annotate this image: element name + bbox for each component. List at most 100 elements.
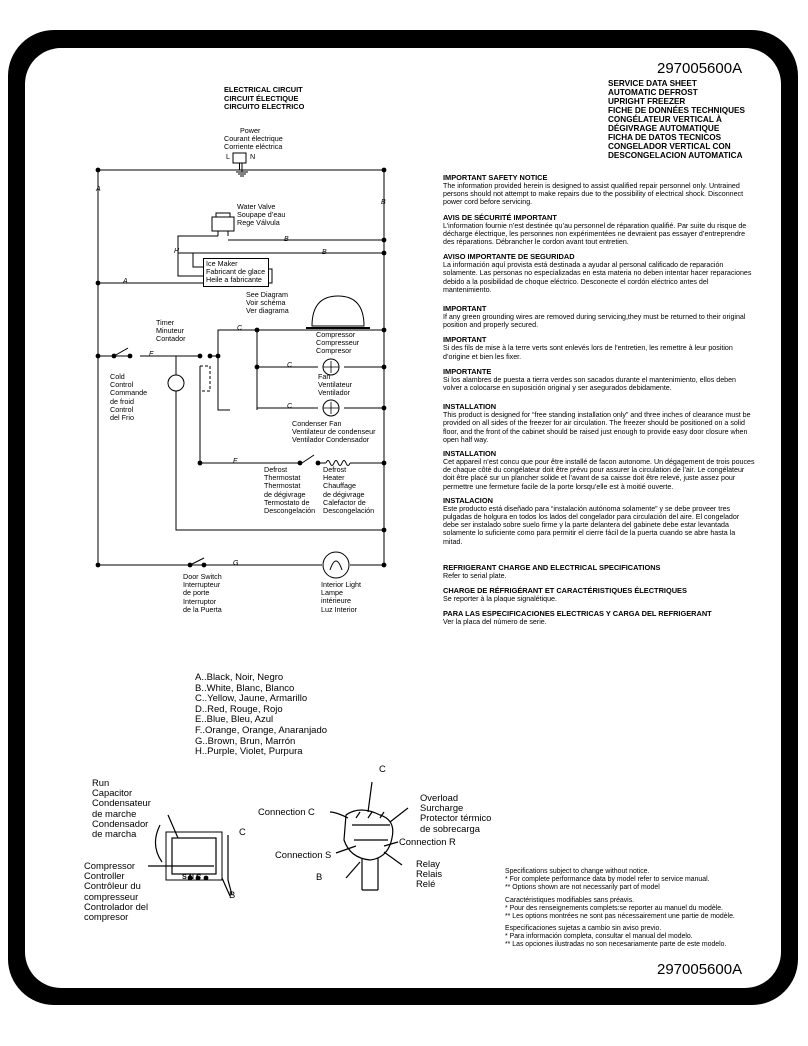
door-switch-label-line: Door Switch: [183, 572, 222, 581]
notice-body: L’information fournie n’est destinée qu’…: [443, 221, 747, 247]
notice: CHARGE DE RÉFRIGÉRANT ET CARACTÉRISTIQUE…: [443, 586, 755, 603]
run-capacitor-label-line: Condensador: [92, 817, 149, 829]
overload-label-line: Overload: [420, 792, 459, 803]
door-switch-label-line: de la Puerta: [183, 604, 222, 614]
defrost-thermostat-label-line: Termostato de: [264, 497, 310, 507]
timer-label-line: Minuteur: [156, 326, 184, 336]
defrost-thermostat-label: Defrost Thermostat Thermostat de dégivra…: [264, 465, 315, 515]
relay-label-line: Relé: [416, 878, 436, 890]
compressor-controller-label-line: Contrôleur du: [84, 880, 141, 892]
relay-label-line: Relais: [416, 868, 443, 880]
specs-note-line: ** Les options montrées ne sont pas néce…: [505, 912, 735, 920]
water-valve-label-line: Soupape d’eau: [237, 210, 286, 220]
condenser-fan-label: Condenser Fan Ventilateur de condenseur …: [292, 419, 376, 445]
notice-heading: IMPORTANTE: [443, 366, 492, 376]
fan-label-line: Fan: [318, 372, 331, 381]
run-capacitor-label-line: de marcha: [92, 828, 137, 840]
legend-item: C..Yellow, Jaune, Armarillo: [195, 693, 308, 705]
notice-heading: IMPORTANT: [443, 335, 487, 345]
power-label-line: Courant électrique: [224, 134, 283, 144]
service-header-line: CONGÉLATEUR VERTICAL À: [608, 115, 722, 124]
see-diagram-label-line: Voir schéma: [246, 298, 286, 308]
interior-light-label-line: Interior Light: [321, 580, 361, 589]
ice-maker-label-line: Ice Maker: [206, 259, 238, 268]
interior-light-label-line: intérieure: [321, 596, 351, 606]
defrost-heater-label-line: Chauffage: [323, 481, 357, 491]
compressor-terminal-icon: [343, 809, 394, 861]
door-switch-label-line: de porte: [183, 588, 210, 598]
notice-heading: AVIS DE SÉCURITÉ IMPORTANT: [443, 212, 557, 222]
compressor-controller-label: Compressor Controller Contrôleur du comp…: [84, 860, 149, 922]
notice-heading: REFRIGERANT CHARGE AND ELECTRICAL SPECIF…: [443, 562, 661, 572]
service-header-line: AUTOMATIC DEFROST: [608, 88, 698, 97]
notice: PARA LAS ESPECIFICACIONES ELECTRICAS Y C…: [443, 609, 755, 626]
notice: IMPORTANTE Si los alambres de puesta a t…: [443, 367, 755, 392]
connection-c-label: Connection C: [258, 806, 315, 817]
cold-control-label-line: Control: [110, 380, 134, 390]
defrost-heater-icon: [325, 460, 351, 466]
service-header-line: DÉGIVRAGE AUTOMATIQUE: [608, 124, 720, 133]
circuit-title-line: CIRCUITO ELECTRICO: [224, 102, 305, 111]
interior-light-icon: [322, 551, 350, 579]
interior-light-label-line: Lampe: [321, 588, 343, 598]
cold-control-label-line: Cold: [110, 372, 125, 381]
notice-heading: INSTALLATION: [443, 449, 497, 459]
service-header-line: CONGELADOR VERTICAL CON: [608, 142, 731, 151]
circuit-title: ELECTRICAL CIRCUIT CIRCUIT ÉLECTIQUE CIR…: [224, 85, 305, 112]
wire-label-a: A: [123, 278, 128, 285]
specs-note-line: Specifications subject to change without…: [505, 868, 650, 875]
notice-body: Se reporter à la plaque signalétique.: [443, 595, 557, 604]
legend-item: F..Orange, Orange, Anaranjado: [195, 724, 328, 736]
defrost-thermostat-label-line: Thermostat: [264, 481, 301, 491]
wire-label-b: B: [322, 249, 327, 256]
timer-label-line: Timer: [156, 318, 175, 327]
legend-item: E..Blue, Bleu, Azul: [195, 714, 274, 726]
compressor-label-line: Compresseur: [316, 338, 360, 348]
cold-control-label: Cold Control Commande de froid Control d…: [110, 372, 147, 422]
water-valve-icon: [211, 216, 235, 232]
door-switch-label-line: Interrupteur: [183, 580, 221, 590]
wire-label-h: H: [174, 248, 180, 255]
ice-maker-box: Ice Maker Fabricant de glace Heile a fab…: [203, 258, 270, 287]
see-diagram-label-line: Ver diagrama: [246, 306, 289, 316]
run-capacitor-label-line: de marche: [92, 807, 137, 819]
water-valve-label: Water Valve Soupape d’eau Rege Válvula: [237, 202, 286, 228]
defrost-heater-label-line: Heater: [323, 473, 345, 483]
notice-body: The information provided herein is desig…: [443, 182, 744, 207]
notice-heading: IMPORTANT SAFETY NOTICE: [443, 173, 548, 182]
notice-heading: INSTALACION: [443, 495, 493, 505]
interior-light-label-line: Luz Interior: [321, 604, 357, 614]
defrost-heater-label: Defrost Heater Chauffage de dégivrage Ca…: [323, 465, 374, 515]
wire-label-a: A: [96, 186, 101, 193]
model-number-top: 297005600A: [657, 60, 743, 77]
notice-body: La información aquí provista está destin…: [443, 261, 752, 294]
notice: INSTALLATION This product is designed fo…: [443, 402, 755, 444]
notice-body: Ver la placa del número de serie.: [443, 618, 547, 627]
water-valve-label-line: Rege Válvula: [237, 218, 280, 228]
notice: AVISO IMPORTANTE DE SEGURIDAD La informa…: [443, 252, 755, 294]
condenser-fan-label-line: Condenser Fan: [292, 419, 342, 428]
wire-label-b: B: [284, 236, 289, 243]
circuit-title-line: ELECTRICAL CIRCUIT: [224, 85, 303, 94]
ice-maker-label-line: Fabricant de glace: [206, 267, 266, 277]
run-capacitor-label-line: Condensateur: [92, 797, 151, 809]
specs-note-line: Especificaciones sujetas a cambio sin av…: [505, 925, 662, 933]
specs-notes: Specifications subject to change without…: [505, 868, 735, 949]
notice-heading: AVISO IMPORTANTE DE SEGURIDAD: [443, 252, 575, 262]
compressor-controller-label-line: Controller: [84, 870, 125, 882]
water-valve-label-line: Water Valve: [237, 202, 276, 211]
defrost-thermostat-label-line: Defrost: [264, 465, 288, 474]
timer-label-line: Contador: [156, 334, 186, 344]
overload-label: Overload Surcharge Protector térmico de …: [420, 792, 491, 834]
specs-note-line: * Pour des renseignements complets:se re…: [505, 904, 723, 912]
compressor-controller-label-line: Controlador del: [84, 900, 149, 912]
compressor-label-line: Compressor: [316, 330, 356, 339]
circuit-title-line: CIRCUIT ÉLECTIQUE: [224, 93, 299, 103]
sheet: [25, 48, 781, 988]
notice: AVIS DE SÉCURITÉ IMPORTANT L’information…: [443, 213, 755, 247]
run-capacitor-label-line: Run: [92, 777, 110, 788]
notice: IMPORTANT SAFETY NOTICE The information …: [443, 173, 755, 207]
fan-label-line: Ventilateur: [318, 380, 352, 390]
